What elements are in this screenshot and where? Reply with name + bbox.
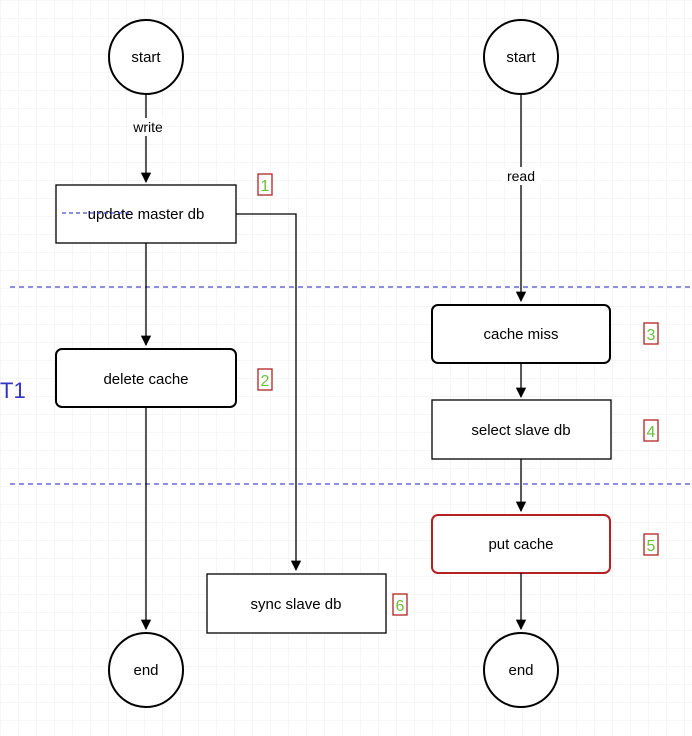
- read-label-bg: [502, 167, 542, 185]
- write-end-node[interactable]: [108, 632, 184, 708]
- write-end-label: end: [133, 662, 158, 679]
- update-master-db-label: update master db: [88, 206, 205, 223]
- sync-slave-db-node[interactable]: [206, 573, 387, 634]
- step-badge-6-text: 6: [396, 598, 405, 615]
- read-edge-label: read: [507, 168, 535, 184]
- write-start-label: start: [131, 49, 161, 66]
- read-end-node[interactable]: [483, 632, 559, 708]
- time-label-t1: T1: [0, 378, 26, 403]
- step-badge-3: 3: [643, 322, 659, 345]
- step-badge-5: 5: [643, 533, 659, 556]
- sync-slave-db-label: sync slave db: [251, 596, 342, 613]
- step-badge-1: 1: [257, 173, 273, 196]
- write-edge-label: write: [132, 119, 163, 135]
- step-badge-2: 2: [257, 368, 273, 391]
- read-end-label: end: [508, 662, 533, 679]
- step-badge-6: 6: [392, 593, 408, 616]
- step-badge-4-text: 4: [647, 424, 656, 441]
- select-slave-db-node[interactable]: [431, 399, 612, 460]
- step-badge-3-text: 3: [647, 327, 656, 344]
- step-badge-4: 4: [643, 419, 659, 442]
- select-slave-db-label: select slave db: [471, 422, 570, 439]
- step-badge-1-text: 1: [261, 178, 270, 195]
- edge-update-to-sync: [236, 213, 302, 572]
- step-badge-2-text: 2: [261, 373, 270, 390]
- put-cache-label: put cache: [488, 536, 553, 553]
- cache-miss-label: cache miss: [483, 326, 558, 343]
- step-badge-5-text: 5: [647, 538, 656, 555]
- delete-cache-label: delete cache: [103, 371, 188, 388]
- update-master-db-node[interactable]: [55, 184, 237, 244]
- write-label-bg: [128, 118, 166, 136]
- read-start-label: start: [506, 49, 536, 66]
